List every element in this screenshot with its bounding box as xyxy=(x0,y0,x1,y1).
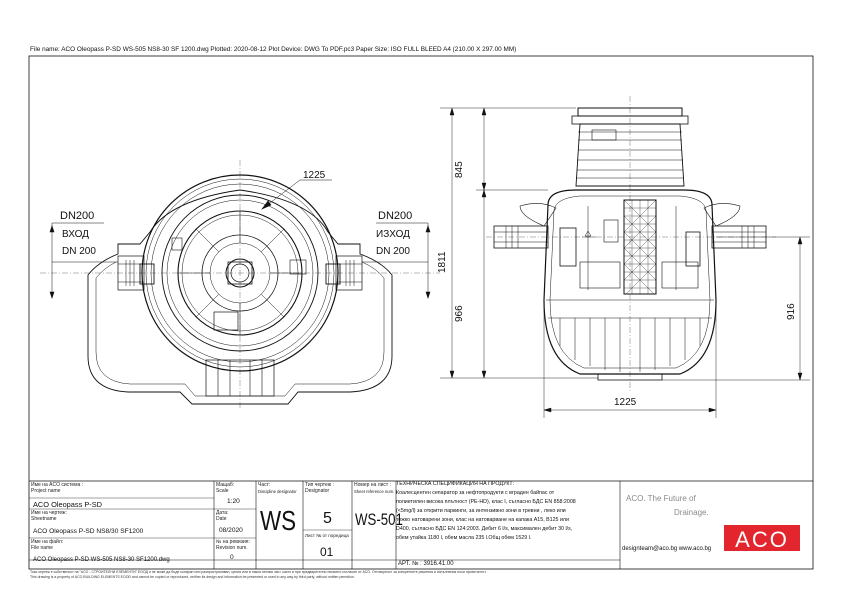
system-label-en: Project name xyxy=(31,488,61,494)
system-label-bg: Име на ACO система : xyxy=(31,482,84,488)
discipline-label-bg: Част: xyxy=(258,482,271,488)
ref-label-en: Sheet reference num. xyxy=(354,489,395,494)
spec-title: ТЕХНИЧЕСКА СПЕЦИФИКАЦИЯ НА ПРОДУКТ: xyxy=(396,481,515,487)
plan-diameter-dim: 1225 xyxy=(303,170,326,181)
aco-contact: designteam@aco.bg www.aco.bg xyxy=(622,546,712,552)
revision-label-en: Revision num. xyxy=(216,545,248,551)
title-block-grid xyxy=(29,481,621,569)
section-dim-916: 916 xyxy=(786,303,797,320)
plan-inlet-label: ВХОД xyxy=(62,229,89,240)
spec-line: тежко натоварени зони, клас на натоварва… xyxy=(396,517,569,523)
ref-label-bg: Номер на лист : xyxy=(354,482,391,488)
revision-value: 0 xyxy=(230,554,234,561)
spec-line: Коалесцентен сепаратор за нефтопродукти … xyxy=(396,490,555,496)
scale-label-bg: Мащаб: xyxy=(216,482,235,488)
date-value: 08/2020 xyxy=(219,527,243,534)
spec-line: (<5mg/l) за открити паркинги, за интензи… xyxy=(396,508,566,514)
plan-inlet-dn: DN 200 xyxy=(62,246,96,257)
revision-label-bg: № на ревизия: xyxy=(216,539,250,545)
section-view xyxy=(440,96,810,418)
type-value: 5 xyxy=(323,510,332,527)
sheet-frame xyxy=(28,55,814,570)
article-number: АРТ. № : 3916.41.00 xyxy=(398,561,454,567)
aco-tagline-2: Drainage. xyxy=(674,508,709,517)
aco-tagline-1: ACO. The Future of xyxy=(626,494,696,503)
file-value: ACO Oleopass P-SD WS-505 NS8-30 SF1200.d… xyxy=(33,557,170,563)
footer-copyright-en: This drawing is a property of ACO BUILDI… xyxy=(30,575,355,579)
sheetno-value: 01 xyxy=(320,545,334,559)
plan-inlet-size: DN200 xyxy=(60,210,95,222)
file-label-en: File name xyxy=(31,545,53,551)
ref-value: WS-501 xyxy=(355,510,403,529)
file-label-bg: Име на файл: xyxy=(31,539,64,545)
plan-view xyxy=(40,160,440,410)
date-label-en: Date xyxy=(216,516,227,522)
section-dim-966: 966 xyxy=(454,305,465,322)
aco-logo-text: ACO xyxy=(735,527,789,552)
section-dim-1811: 1811 xyxy=(437,251,448,273)
sheetno-label-bg: Лист № от поредица xyxy=(305,533,349,538)
product-spec: ТЕХНИЧЕСКА СПЕЦИФИКАЦИЯ НА ПРОДУКТ: Коал… xyxy=(396,480,618,543)
aco-logo: ACO xyxy=(724,525,800,552)
sheet-label-bg: Име на чертеж: xyxy=(31,510,67,516)
spec-line: полиетилен висока плътност (PE-HD), клас… xyxy=(396,499,576,505)
scale-value: 1:20 xyxy=(227,498,240,505)
type-label-en: Designator xyxy=(305,488,330,494)
spec-line: D400, съгласно БДС EN 124:2003. Дебит 6 … xyxy=(396,526,573,532)
type-label-bg: Тип чертеж : xyxy=(305,482,334,488)
footer-copyright-bg: Този чертеж е собственост на "ACO - СТРО… xyxy=(30,570,487,574)
plan-outlet-label: ИЗХОД xyxy=(376,229,410,240)
discipline-value: WS xyxy=(260,505,297,536)
plan-housing-outline xyxy=(87,189,393,405)
spec-line: обем утайка 1180 l, обем масла 235 l.Общ… xyxy=(396,535,532,541)
date-label-bg: Дата: xyxy=(216,510,229,516)
system-value: ACO Oleopass P-SD xyxy=(33,500,103,509)
plan-outlet-size: DN200 xyxy=(378,210,413,222)
scale-label-en: Scale xyxy=(216,488,229,494)
sheet-label-en: Sheetname xyxy=(31,516,57,522)
discipline-label-en: Discipline designator xyxy=(258,489,297,494)
section-dim-1225: 1225 xyxy=(614,397,637,408)
sheet-value: ACO Oleopass P-SD NS8/30 SF1200 xyxy=(33,528,144,535)
section-dim-845: 845 xyxy=(454,161,465,178)
drawing-header-info: File name: ACO Oleopass P-SD WS-505 NS8-… xyxy=(30,46,517,53)
plan-outlet-dn: DN 200 xyxy=(376,246,410,257)
